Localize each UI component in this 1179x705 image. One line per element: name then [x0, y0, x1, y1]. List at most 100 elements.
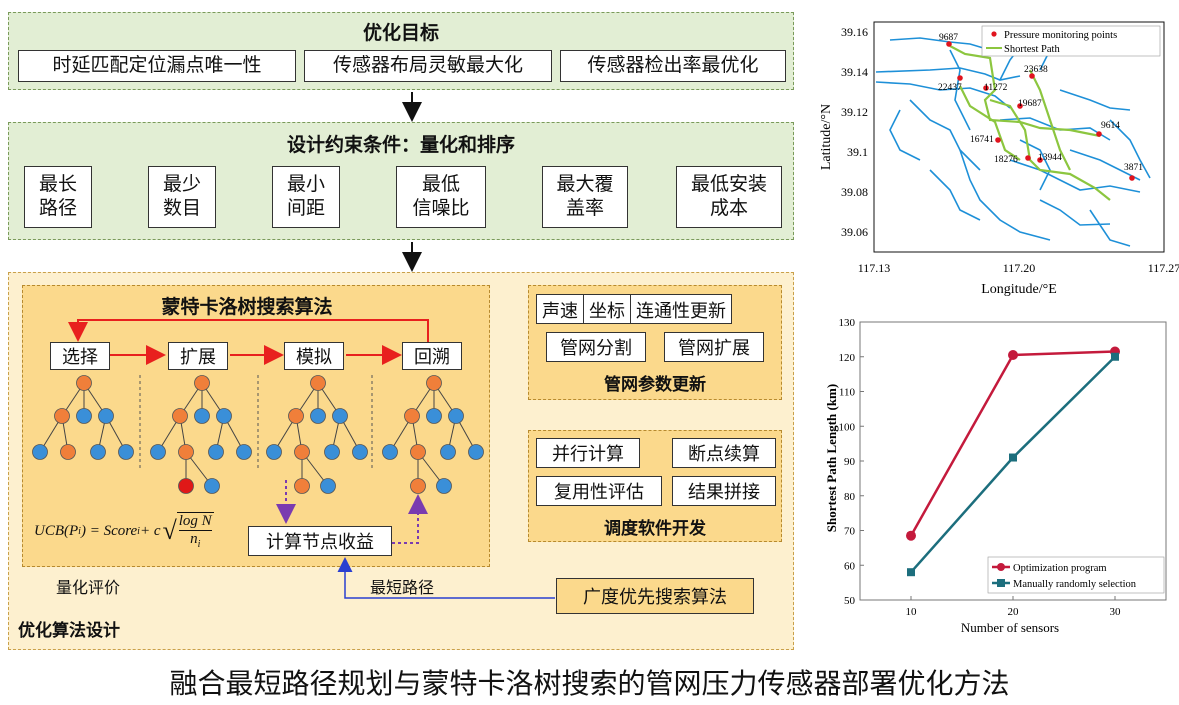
monitoring-point-label: 9687	[939, 33, 958, 43]
formula-lhs: UCB(P	[34, 522, 79, 539]
tree-node	[76, 408, 92, 424]
tree-node	[440, 444, 456, 460]
map-ytick: 39.14	[841, 65, 868, 79]
data-point	[1009, 453, 1017, 462]
chart-xlabel: Number of sensors	[961, 620, 1059, 635]
y-tick-label: 100	[839, 421, 856, 433]
tree-node	[236, 444, 252, 460]
legend-optimization: Optimization program	[1013, 563, 1107, 574]
tree-node	[426, 375, 442, 391]
map-xtick: 117.13	[858, 261, 891, 275]
monitoring-point-label: 9614	[1101, 121, 1120, 131]
tree-node	[288, 408, 304, 424]
tree-node	[410, 444, 426, 460]
legend-manual: Manually randomly selection	[1013, 579, 1137, 590]
param-expand: 管网扩展	[664, 332, 764, 362]
tree-node	[178, 478, 194, 494]
monitoring-point-label: 16741	[970, 135, 994, 145]
shortest-path-label: 最短路径	[370, 578, 435, 597]
sched-reuse: 复用性评估	[536, 476, 662, 506]
tree-node	[208, 444, 224, 460]
sched-resume: 断点续算	[672, 438, 776, 468]
algorithm-panel-label: 优化算法设计	[18, 621, 120, 641]
tree-node	[332, 408, 348, 424]
tree-node	[294, 478, 310, 494]
constraint-item: 最小 间距	[272, 166, 340, 228]
param-row1: 声速 坐标 连通性更新	[536, 294, 732, 324]
monitoring-point	[995, 137, 1001, 143]
tree-node	[468, 444, 484, 460]
y-tick-label: 90	[844, 456, 856, 468]
monitoring-point	[1037, 157, 1043, 163]
step-expand: 扩展	[168, 342, 228, 370]
map-xlabel: Longitude/°E	[981, 282, 1057, 297]
tree-node	[172, 408, 188, 424]
y-tick-label: 60	[844, 560, 856, 572]
monitoring-point-label: 23638	[1024, 65, 1048, 75]
map-xtick: 117.20	[1003, 261, 1036, 275]
map-legend-path: Shortest Path	[1004, 44, 1060, 55]
tree-node	[32, 444, 48, 460]
map-ylabel: Latitude/°N	[819, 104, 834, 170]
arrow-backprop-loop	[68, 319, 429, 343]
node-gain-box: 计算节点收益	[248, 526, 392, 556]
constraint-item: 最低 信噪比	[396, 166, 486, 228]
tree-node	[54, 408, 70, 424]
goal-item: 传感器布局灵敏最大化	[304, 50, 552, 82]
flow-arrows	[68, 92, 555, 599]
x-tick-label: 30	[1110, 606, 1122, 618]
tree-node	[436, 478, 452, 494]
constraint-item: 最低安装 成本	[676, 166, 782, 228]
tree-node	[404, 408, 420, 424]
sched-parallel: 并行计算	[536, 438, 640, 468]
constraint-item: 最大覆 盖率	[542, 166, 628, 228]
tree-node	[310, 375, 326, 391]
map-ytick: 39.12	[841, 105, 868, 119]
monitoring-point	[946, 41, 952, 47]
tree-node	[118, 444, 134, 460]
constraint-item: 最长 路径	[24, 166, 92, 228]
monitoring-point	[1017, 103, 1023, 109]
y-tick-label: 110	[839, 387, 856, 399]
y-tick-label: 130	[839, 317, 856, 329]
monitoring-point	[957, 75, 963, 81]
tree-node	[216, 408, 232, 424]
map-ytick: 39.08	[841, 185, 868, 199]
monitoring-point	[1129, 175, 1135, 181]
monitoring-point	[1025, 155, 1031, 161]
param-update-title: 管网参数更新	[604, 375, 706, 395]
monitoring-point-label: 19687	[1018, 99, 1042, 109]
y-tick-label: 70	[844, 526, 856, 538]
map-xtick: 117.27	[1148, 261, 1179, 275]
x-tick-label: 20	[1008, 606, 1020, 618]
step-backprop: 回溯	[402, 342, 462, 370]
tree-node	[266, 444, 282, 460]
monitoring-point	[1096, 131, 1102, 137]
chart-ylabel: Shortest Path Length (km)	[824, 384, 839, 532]
constraints-title: 设计约束条件：量化和排序	[286, 134, 515, 156]
tree-node	[294, 444, 310, 460]
goal-item: 时延匹配定位漏点唯一性	[18, 50, 296, 82]
y-tick-label: 50	[844, 595, 856, 607]
tree-node	[194, 375, 210, 391]
quantify-label: 量化评价	[56, 578, 121, 597]
data-point	[907, 568, 915, 577]
y-tick-label: 120	[839, 352, 856, 364]
tree-node	[426, 408, 442, 424]
tree-node	[410, 478, 426, 494]
tree-node	[382, 444, 398, 460]
tree-node	[150, 444, 166, 460]
mcts-title: 蒙特卡洛树搜索算法	[161, 296, 333, 318]
tree-node	[76, 375, 92, 391]
step-select: 选择	[50, 342, 110, 370]
data-point	[1008, 350, 1018, 361]
tree-node	[204, 478, 220, 494]
monitoring-point	[1029, 73, 1035, 79]
tree-node	[324, 444, 340, 460]
tree-node	[352, 444, 368, 460]
step-simulate: 模拟	[284, 342, 344, 370]
pipe-network	[875, 37, 1151, 247]
monitoring-point-label: 13944	[1038, 153, 1062, 163]
